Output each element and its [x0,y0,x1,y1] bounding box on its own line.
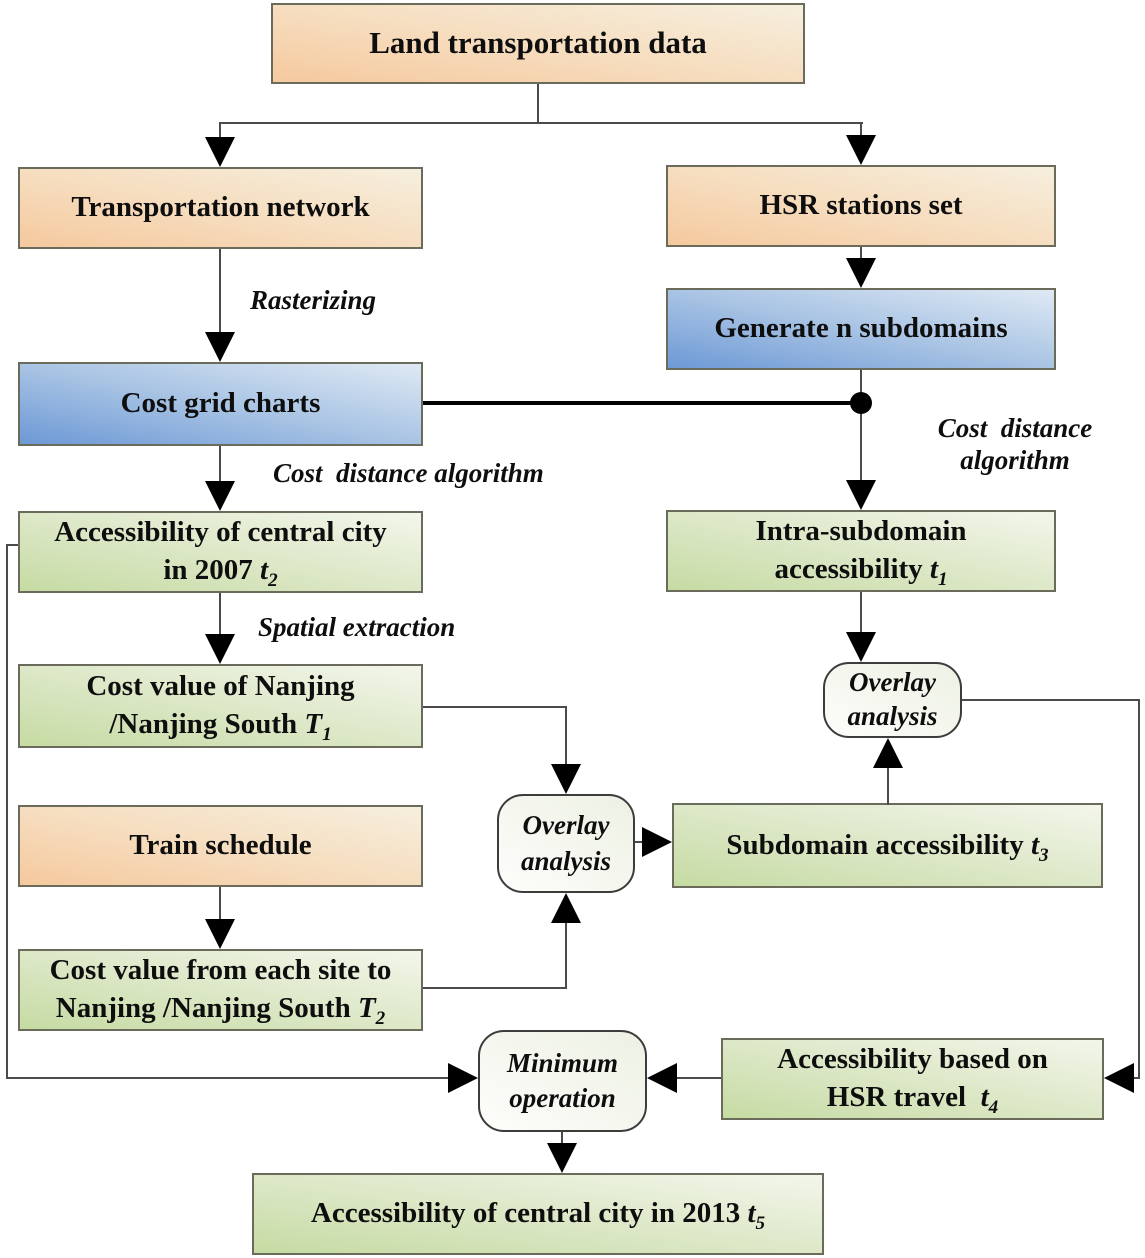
node-land-transportation-data: Land transportation data [271,3,805,84]
arrowhead-into-overlay-right-bottom [873,738,903,768]
arrowhead-into-intra-subdomain [846,480,876,510]
node-label-line1: Cost value from each site to [49,954,392,987]
connector-feedback-h [6,1077,450,1079]
arrowhead-into-t4-right [1104,1063,1134,1093]
arrowhead-into-subdomain-t3 [642,827,672,857]
node-cost-grid-charts: Cost grid charts [18,362,423,446]
connector-into-t4-h [1130,1077,1140,1079]
connector-train-t2 [219,887,221,921]
node-label-line2: analysis [520,845,612,876]
connector-feedback-out [7,544,18,546]
junction-dot [850,392,872,414]
connector-overlay-t3 [635,841,647,843]
connector-overlay-right-out-h [962,699,1140,701]
node-label: Train schedule [129,829,312,862]
node-label-line2: accessibility t1 [774,553,948,590]
node-label: Generate n subdomains [714,312,1008,345]
node-accessibility-central-city-2013: Accessibility of central city in 2013 t5 [252,1173,824,1255]
connector-land-down [537,84,539,124]
connector-spatial-extraction [219,593,221,636]
connector-t4-minimum [673,1077,721,1079]
connector-hsr-generate [860,247,862,260]
connector-t1-overlay-h [423,706,567,708]
connector-t2-overlay-h [423,987,567,989]
node-generate-n-subdomains: Generate n subdomains [666,288,1056,370]
node-transportation-network: Transportation network [18,167,423,249]
arrowhead-into-overlay-right-top [846,632,876,662]
connector-t1-overlay-v [565,706,567,766]
node-cost-value-each-site-T2: Cost value from each site to Nanjing /Na… [18,949,423,1031]
node-label-line1: Accessibility of central city [54,516,387,549]
node-hsr-stations-set: HSR stations set [666,165,1056,247]
node-label-line1: Minimum [506,1047,619,1078]
node-label-line2: Nanjing /Nanjing South T2 [55,992,386,1029]
node-label: Subdomain accessibility t3 [726,828,1049,866]
node-label-line2: in 2007 t2 [163,554,278,591]
node-cost-value-nanjing-T1: Cost value of Nanjing /Nanjing South T1 [18,664,423,748]
node-label: Land transportation data [369,25,707,61]
node-label-line1: Cost value of Nanjing [86,670,355,703]
edge-label-spatial-extraction: Spatial extraction [258,612,456,642]
edge-label-rasterizing: Rasterizing [250,285,377,315]
arrowhead-into-transportation-network [205,137,235,167]
arrowhead-into-overlay-center-top [551,764,581,794]
connector-feedback-v [6,544,8,1079]
arrowhead-into-overlay-center-bottom [551,893,581,923]
arrowhead-into-access-2007 [205,481,235,511]
node-train-schedule: Train schedule [18,805,423,887]
node-label-line1: Overlay [849,667,936,698]
connector-split-bar [219,122,863,124]
arrowhead-into-cost-value-t1 [205,634,235,664]
connector-split-left-down [219,122,221,140]
connector-cost-distance-left [219,446,221,483]
connector-rasterizing [219,249,221,334]
node-label: Transportation network [71,191,370,224]
node-accessibility-hsr-travel-t4: Accessibility based on HSR travel t4 [721,1038,1104,1120]
connector-right-edge-v [1138,699,1140,1079]
node-accessibility-central-city-2007: Accessibility of central city in 2007 t2 [18,511,423,593]
connector-intra-overlay-right [860,592,862,634]
arrowhead-into-generate-subdomains [846,258,876,288]
connector-t3-overlay-right [887,766,889,805]
node-label: Cost grid charts [120,387,321,420]
arrowhead-into-cost-value-t2 [205,919,235,949]
node-label-line2: /Nanjing South T1 [109,708,332,745]
node-label-line2: analysis [847,701,938,731]
node-intra-subdomain-accessibility: Intra-subdomain accessibility t1 [666,510,1056,592]
connector-t2-overlay-v [565,921,567,989]
connector-generate-intra [860,370,862,482]
edge-label-cost-distance-algorithm-left: Cost distance algorithm [273,458,544,488]
arrowhead-into-minimum-right [647,1063,677,1093]
connector-costgrid-junction [423,401,861,405]
edge-label-cost-distance-algorithm-right: Cost distance algorithm [937,413,1093,476]
node-minimum-operation: Minimum operation [478,1030,647,1132]
node-label-line2: HSR travel t4 [826,1081,999,1118]
node-label-line1: Intra-subdomain [755,515,967,548]
node-label-line1: Overlay [522,810,610,841]
connector-split-right-down [860,122,862,138]
arrowhead-into-hsr-stations [846,135,876,165]
node-label-line1: Accessibility based on [777,1043,1048,1076]
node-label-line2: operation [509,1083,616,1113]
node-label: HSR stations set [759,189,963,222]
node-subdomain-accessibility-t3: Subdomain accessibility t3 [672,803,1103,888]
node-overlay-analysis-center: Overlay analysis [497,794,635,893]
arrowhead-into-minimum-left [448,1063,478,1093]
arrowhead-into-cost-grid [205,332,235,362]
connector-minimum-result [561,1132,563,1145]
node-label: Accessibility of central city in 2013 t5 [310,1197,766,1234]
arrowhead-into-access-2013 [547,1143,577,1173]
node-overlay-analysis-right: Overlay analysis [823,662,962,738]
